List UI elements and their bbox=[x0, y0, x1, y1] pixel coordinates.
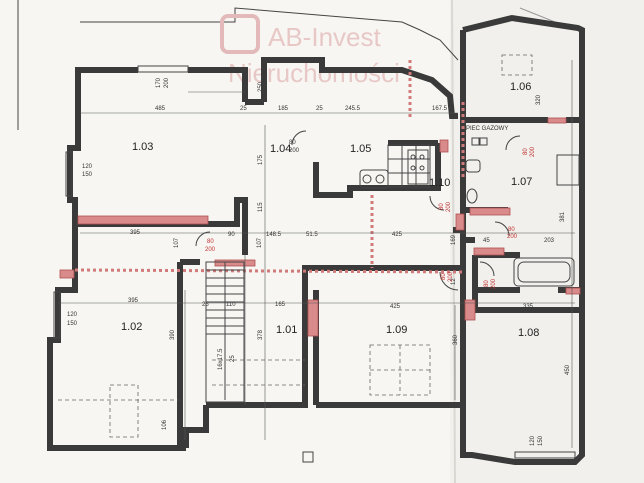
toilet bbox=[466, 188, 478, 204]
svg-text:425: 425 bbox=[392, 232, 403, 238]
stairs-label: 16x17.5 bbox=[218, 348, 224, 370]
kitchen-fixtures bbox=[359, 144, 431, 189]
svg-text:12: 12 bbox=[451, 278, 457, 285]
dimension-labels: 485 185 245.5 167.5 320 250 175 115 395 … bbox=[67, 77, 571, 446]
paper-sheet-right bbox=[450, 0, 644, 483]
svg-text:80: 80 bbox=[207, 239, 214, 245]
stairs-count: 25 bbox=[230, 355, 236, 362]
svg-text:107: 107 bbox=[174, 237, 180, 248]
svg-text:200: 200 bbox=[507, 234, 518, 240]
svg-text:203: 203 bbox=[544, 238, 555, 244]
room-1-01: 1.01 bbox=[276, 324, 297, 336]
svg-text:200: 200 bbox=[446, 201, 452, 212]
bathroom-fixtures bbox=[465, 137, 580, 287]
svg-text:395: 395 bbox=[128, 298, 139, 304]
svg-text:120: 120 bbox=[530, 435, 536, 446]
svg-text:245.5: 245.5 bbox=[345, 106, 361, 112]
bathtub bbox=[513, 257, 575, 287]
svg-text:169: 169 bbox=[451, 234, 457, 245]
watermark-logo bbox=[220, 14, 260, 54]
room-1-04: 1.04 bbox=[270, 143, 291, 155]
svg-text:360: 360 bbox=[453, 334, 459, 345]
svg-text:150: 150 bbox=[538, 435, 544, 446]
svg-text:80: 80 bbox=[441, 273, 447, 280]
room-1-08: 1.08 bbox=[518, 327, 539, 339]
svg-text:335: 335 bbox=[523, 304, 534, 310]
boiler-symbol-2 bbox=[479, 137, 488, 146]
svg-text:110: 110 bbox=[226, 302, 236, 308]
roof-outline bbox=[80, 7, 459, 61]
svg-text:25: 25 bbox=[240, 106, 247, 112]
room-1-02: 1.02 bbox=[121, 321, 142, 333]
room-labels: 1.03 1.04 1.05 1.10 1.06 1.07 1.02 1.01 … bbox=[121, 81, 539, 339]
room-1-10: 1.10 bbox=[429, 177, 450, 189]
svg-text:165: 165 bbox=[275, 302, 286, 308]
svg-text:80: 80 bbox=[484, 280, 490, 287]
svg-text:120: 120 bbox=[82, 164, 93, 170]
room-1-03: 1.03 bbox=[132, 141, 153, 153]
room-1-09: 1.09 bbox=[386, 324, 407, 336]
room-1-06: 1.06 bbox=[510, 81, 531, 93]
svg-text:80: 80 bbox=[439, 203, 445, 210]
dashed-features bbox=[58, 54, 533, 438]
svg-text:90: 90 bbox=[228, 232, 235, 238]
svg-text:150: 150 bbox=[67, 321, 78, 327]
washbasin bbox=[465, 159, 481, 173]
svg-text:45: 45 bbox=[483, 238, 490, 244]
svg-text:80: 80 bbox=[508, 227, 515, 233]
svg-text:200: 200 bbox=[205, 247, 216, 253]
sink-bowl-left bbox=[362, 174, 372, 184]
svg-text:106: 106 bbox=[162, 419, 168, 430]
hob bbox=[407, 149, 429, 185]
svg-text:200: 200 bbox=[164, 77, 170, 88]
boiler-symbol bbox=[471, 137, 480, 146]
svg-text:200: 200 bbox=[491, 278, 497, 289]
svg-text:170: 170 bbox=[156, 77, 162, 88]
svg-text:200: 200 bbox=[448, 271, 454, 282]
sink-bowl-right bbox=[375, 174, 385, 184]
svg-text:378: 378 bbox=[258, 329, 264, 340]
svg-text:381: 381 bbox=[560, 211, 566, 222]
staircase: 16x17.5 25 bbox=[205, 261, 245, 403]
svg-text:200: 200 bbox=[530, 146, 536, 157]
svg-text:150: 150 bbox=[82, 172, 93, 178]
room-1-05: 1.05 bbox=[350, 143, 371, 155]
kitchen-sink bbox=[359, 169, 389, 189]
svg-text:320: 320 bbox=[536, 94, 542, 105]
svg-text:200: 200 bbox=[289, 148, 300, 154]
svg-text:120: 120 bbox=[67, 312, 78, 318]
bathtub-inner bbox=[517, 261, 571, 283]
watermark: AB-Invest Nieruchomości bbox=[220, 14, 400, 88]
svg-text:425: 425 bbox=[390, 304, 401, 310]
door-swings bbox=[195, 130, 521, 291]
svg-text:80: 80 bbox=[523, 148, 529, 155]
windows bbox=[53, 65, 576, 463]
dimension-lines bbox=[58, 60, 575, 448]
door-labels: 80 200 80 200 80 200 80 200 80 200 80 20… bbox=[205, 140, 536, 289]
svg-text:25: 25 bbox=[316, 106, 323, 112]
svg-text:51.5: 51.5 bbox=[306, 232, 318, 238]
shower-tray bbox=[556, 154, 580, 186]
svg-text:485: 485 bbox=[155, 106, 166, 112]
svg-text:185: 185 bbox=[278, 106, 289, 112]
svg-text:250: 250 bbox=[258, 81, 264, 92]
watermark-line1: AB-Invest bbox=[268, 22, 381, 52]
svg-text:115: 115 bbox=[258, 202, 264, 212]
room-1-07: 1.07 bbox=[511, 176, 532, 188]
svg-text:390: 390 bbox=[170, 329, 176, 340]
boiler-annotation: PIEC GAZOWY bbox=[466, 126, 508, 132]
svg-text:107: 107 bbox=[257, 237, 263, 248]
svg-text:450: 450 bbox=[565, 364, 571, 375]
svg-text:148.5: 148.5 bbox=[266, 232, 282, 238]
svg-text:25: 25 bbox=[202, 302, 209, 308]
svg-text:395: 395 bbox=[130, 230, 141, 236]
structural-elements bbox=[59, 60, 581, 337]
svg-text:167.5: 167.5 bbox=[432, 106, 448, 112]
svg-text:80: 80 bbox=[289, 140, 296, 146]
svg-text:175: 175 bbox=[258, 154, 264, 165]
